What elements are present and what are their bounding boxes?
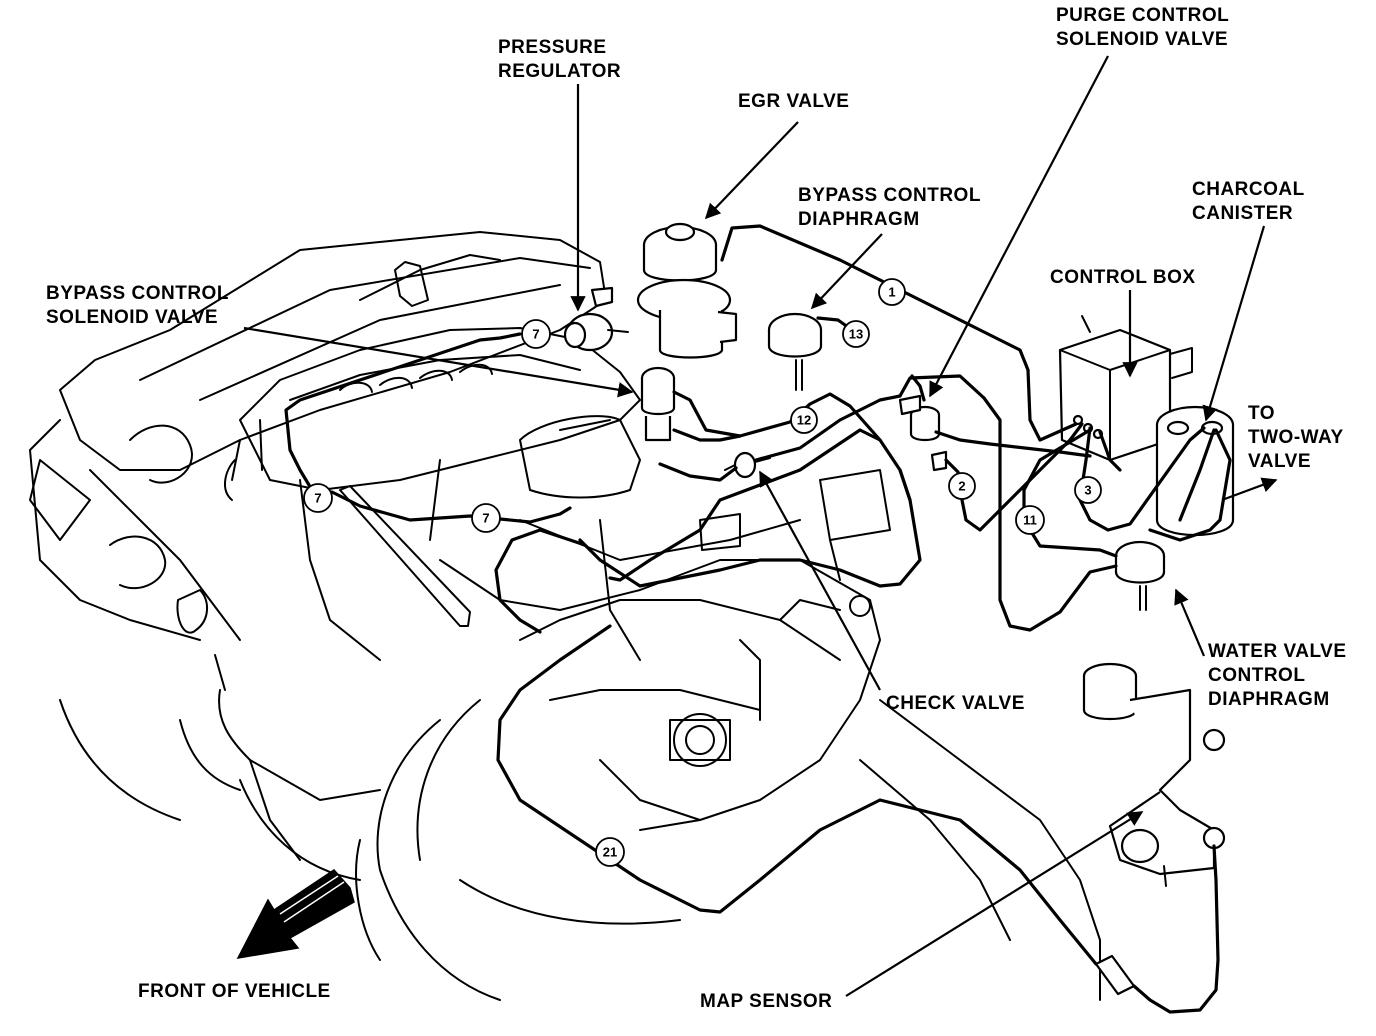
hose-marker-7a: 7 bbox=[521, 319, 551, 349]
label-line: WATER VALVE bbox=[1208, 641, 1347, 662]
bypass-solenoid-part bbox=[640, 366, 676, 442]
label-line: CHARCOAL bbox=[1192, 179, 1305, 200]
label-front-of-vehicle: FRONT OF VEHICLE bbox=[138, 980, 331, 1004]
label-line: PRESSURE bbox=[498, 37, 607, 58]
label-line: CHECK VALVE bbox=[886, 693, 1025, 714]
purge-solenoid-part bbox=[898, 394, 948, 472]
hose-marker-7b: 7 bbox=[303, 483, 333, 513]
control-box-part bbox=[1058, 315, 1193, 462]
bypass-control-diaphragm-part bbox=[767, 312, 823, 391]
label-line: DIAPHRAGM bbox=[1208, 689, 1330, 710]
label-line: MAP SENSOR bbox=[700, 991, 833, 1012]
map-sensor-part bbox=[1082, 662, 1226, 887]
svg-text:12: 12 bbox=[797, 413, 811, 428]
label-line: VALVE bbox=[1248, 451, 1312, 472]
label-line: FRONT OF VEHICLE bbox=[138, 981, 331, 1002]
hose-marker-7c: 7 bbox=[471, 503, 501, 533]
label-line: TO bbox=[1248, 403, 1276, 424]
label-line: DIAPHRAGM bbox=[798, 209, 920, 230]
label-water-valve-control-diaphragm: WATER VALVE CONTROL DIAPHRAGM bbox=[1208, 640, 1347, 712]
label-pressure-regulator: PRESSURE REGULATOR bbox=[498, 36, 621, 84]
label-line: EGR VALVE bbox=[738, 91, 850, 112]
svg-text:3: 3 bbox=[1084, 483, 1091, 498]
label-line: SOLENOID VALVE bbox=[1056, 29, 1229, 50]
label-line: BYPASS CONTROL bbox=[46, 283, 229, 304]
svg-text:2: 2 bbox=[958, 479, 965, 494]
label-line: SOLENOID VALVE bbox=[46, 307, 219, 328]
svg-text:11: 11 bbox=[1023, 513, 1037, 528]
svg-text:7: 7 bbox=[532, 327, 539, 342]
label-line: CANISTER bbox=[1192, 203, 1294, 224]
label-line: REGULATOR bbox=[498, 61, 622, 82]
label-line: CONTROL BOX bbox=[1050, 267, 1196, 288]
vacuum-hoses bbox=[284, 224, 1232, 1014]
label-bypass-control-solenoid-valve: BYPASS CONTROL SOLENOID VALVE bbox=[46, 282, 229, 330]
hose-number-markers: 1 13 7 12 7 7 2 3 11 21 bbox=[303, 278, 1102, 867]
engine-outline bbox=[29, 231, 1101, 1001]
front-arrow-icon bbox=[236, 869, 355, 959]
svg-text:21: 21 bbox=[603, 845, 617, 860]
hose-marker-3: 3 bbox=[1074, 476, 1102, 504]
svg-text:13: 13 bbox=[849, 327, 863, 342]
map-hose-fitting bbox=[1094, 954, 1136, 996]
label-line: CONTROL bbox=[1208, 665, 1306, 686]
label-map-sensor: MAP SENSOR bbox=[700, 990, 832, 1014]
label-check-valve: CHECK VALVE bbox=[886, 692, 1025, 716]
check-valve-part bbox=[724, 451, 771, 479]
hose-marker-11: 11 bbox=[1015, 505, 1045, 535]
hose-marker-21: 21 bbox=[595, 837, 625, 867]
svg-text:1: 1 bbox=[888, 285, 895, 300]
label-line: TWO-WAY bbox=[1248, 427, 1344, 448]
hose-marker-2: 2 bbox=[948, 472, 976, 500]
water-valve-diaphragm-part bbox=[1114, 540, 1166, 611]
svg-text:7: 7 bbox=[482, 511, 489, 526]
hose-marker-13: 13 bbox=[842, 320, 870, 348]
egr-valve-part bbox=[636, 222, 738, 359]
label-line: BYPASS CONTROL bbox=[798, 185, 981, 206]
svg-text:7: 7 bbox=[314, 491, 321, 506]
label-control-box: CONTROL BOX bbox=[1050, 266, 1196, 290]
hose-marker-1: 1 bbox=[878, 278, 906, 306]
hose-marker-12: 12 bbox=[790, 406, 818, 434]
label-charcoal-canister: CHARCOAL CANISTER bbox=[1192, 178, 1305, 226]
pressure-regulator-part bbox=[563, 286, 629, 352]
label-purge-control-solenoid-valve: PURGE CONTROL SOLENOID VALVE bbox=[1056, 4, 1229, 52]
label-bypass-control-diaphragm: BYPASS CONTROL DIAPHRAGM bbox=[798, 184, 981, 232]
leader-lines bbox=[243, 55, 1278, 997]
label-line: PURGE CONTROL bbox=[1056, 5, 1230, 26]
label-to-two-way-valve: TO TWO-WAY VALVE bbox=[1248, 402, 1344, 474]
label-egr-valve: EGR VALVE bbox=[738, 90, 849, 114]
